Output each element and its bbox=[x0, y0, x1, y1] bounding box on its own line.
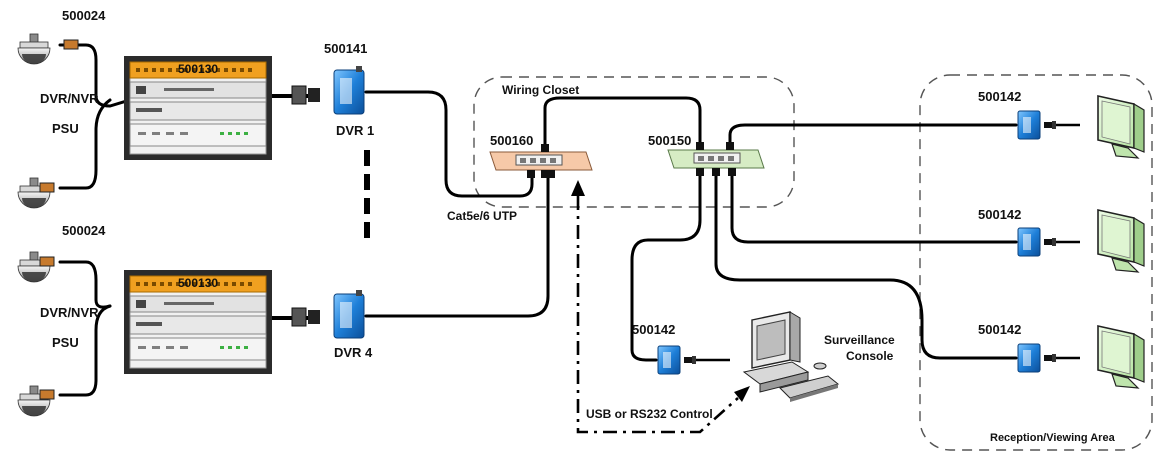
usb-rs232-control-label: USB or RS232 Control bbox=[586, 407, 713, 421]
reception-area-label: Reception/Viewing Area bbox=[990, 432, 1115, 444]
surveillance-console-computer bbox=[742, 311, 840, 402]
camera-top-1 bbox=[17, 33, 51, 65]
receiver-console bbox=[657, 345, 681, 375]
encoder-code: 500141 bbox=[324, 41, 368, 56]
rack-code-top: 500130 bbox=[178, 62, 219, 76]
camera-code-top: 500024 bbox=[62, 8, 106, 23]
receiver-middle bbox=[1017, 227, 1041, 257]
switch-left-code: 500160 bbox=[490, 133, 534, 148]
wiring-closet-region bbox=[473, 76, 795, 208]
dvr4-label: DVR 4 bbox=[334, 345, 373, 360]
control-arrow-up bbox=[571, 180, 585, 196]
receiver-top bbox=[1017, 110, 1041, 140]
cable-type-label: Cat5e/6 UTP bbox=[447, 209, 518, 223]
encoder-dvr1 bbox=[333, 65, 365, 115]
receiver-bottom bbox=[1017, 343, 1041, 373]
receiver-code-middle: 500142 bbox=[978, 207, 1022, 222]
wiring-closet-label: Wiring Closet bbox=[502, 83, 580, 97]
psu-label-top: PSU bbox=[52, 121, 79, 136]
camera-code-middle: 500024 bbox=[62, 223, 106, 238]
camera-connector bbox=[39, 256, 55, 267]
switch-right-code: 500150 bbox=[648, 133, 692, 148]
control-arrow-console bbox=[734, 386, 750, 402]
receiver-code-bottom: 500142 bbox=[978, 322, 1022, 337]
console-label-line2: Console bbox=[846, 349, 894, 363]
receiver-code-top: 500142 bbox=[978, 89, 1022, 104]
cables bbox=[58, 43, 1018, 397]
switch-ports bbox=[527, 142, 736, 178]
dvr1-label: DVR 1 bbox=[336, 123, 375, 138]
continuation-dashes bbox=[364, 150, 370, 238]
monitor-middle bbox=[1097, 209, 1145, 273]
switch-500160 bbox=[489, 151, 593, 171]
dvr-nvr-label-bottom: DVR/NVR bbox=[40, 305, 99, 320]
plug bbox=[684, 356, 696, 364]
camera-connector bbox=[63, 39, 79, 50]
switch-500150 bbox=[667, 149, 765, 169]
rack-code-bottom: 500130 bbox=[178, 276, 219, 290]
plug bbox=[1044, 121, 1056, 129]
monitor-bottom bbox=[1097, 325, 1145, 389]
plug bbox=[1044, 354, 1056, 362]
camera-connector bbox=[39, 182, 55, 193]
dvr-nvr-label-top: DVR/NVR bbox=[40, 91, 99, 106]
reception-area-region bbox=[919, 74, 1153, 451]
console-label-line1: Surveillance bbox=[824, 333, 895, 347]
monitor-top bbox=[1097, 95, 1145, 159]
receiver-code-console: 500142 bbox=[632, 322, 676, 337]
usb-rs232-control-line bbox=[576, 196, 739, 434]
psu-label-bottom: PSU bbox=[52, 335, 79, 350]
camera-connector bbox=[39, 389, 55, 400]
encoder-dvr4 bbox=[333, 289, 365, 339]
rack-encoder-links bbox=[272, 85, 320, 327]
plug bbox=[1044, 238, 1056, 246]
